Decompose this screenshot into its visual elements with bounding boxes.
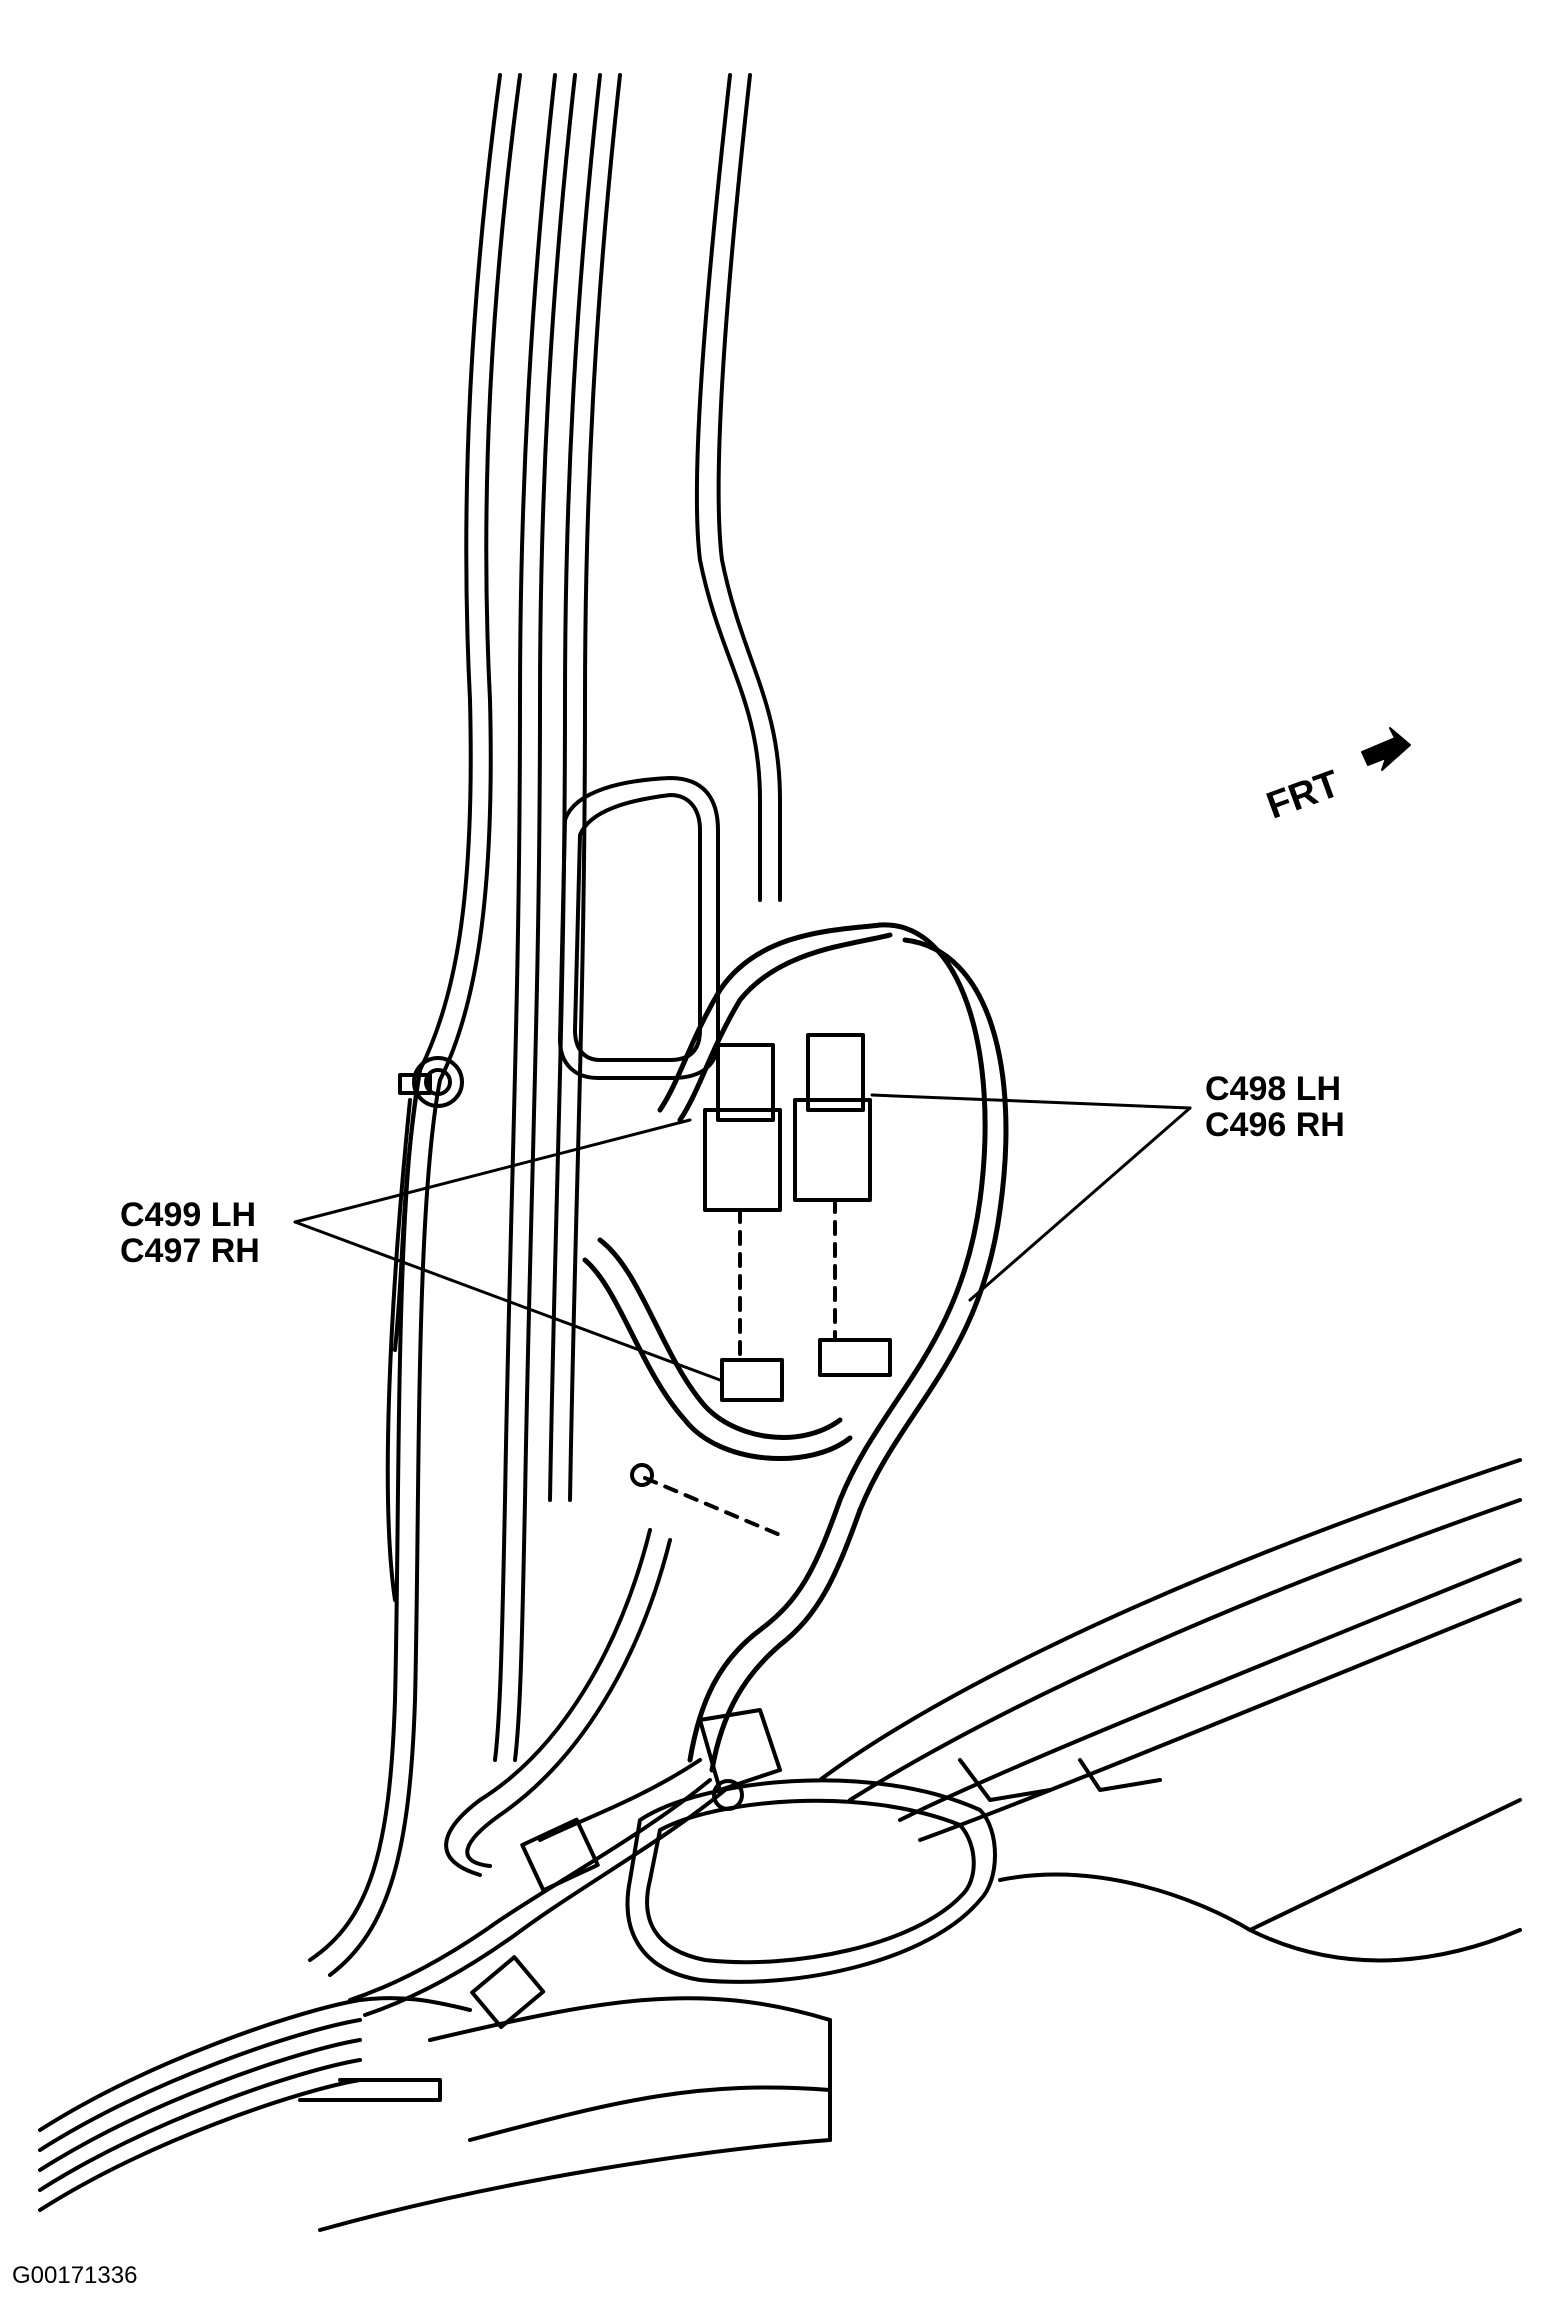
pillar-outline: [308, 73, 782, 1977]
lower-harness: [348, 1528, 782, 2029]
alignment-dashes: [643, 1198, 837, 1537]
mounting-stud: [398, 1056, 464, 1108]
harness-clips: [720, 1338, 892, 1402]
callout-c497-rh: C497 RH: [120, 1231, 260, 1270]
floor-sill: [38, 1458, 1522, 2232]
connector-c498-c496: [793, 1033, 872, 1202]
callout-c496-rh: C496 RH: [1205, 1105, 1345, 1144]
leader-lines: [293, 1093, 1192, 1382]
connector-c499-c497: [703, 1043, 782, 1212]
hole: [630, 1463, 654, 1487]
callout-c499-c497: C499 LH C497 RH: [120, 1196, 260, 1270]
callout-c498-lh: C498 LH: [1205, 1070, 1342, 1108]
frt-arrow-icon: [1361, 727, 1411, 771]
pillar-access-opening: [558, 776, 720, 1080]
callout-c499-lh: C499 LH: [120, 1196, 257, 1234]
harness-loop: [582, 922, 1009, 1773]
callout-c498-c496: C498 LH C496 RH: [1205, 1070, 1345, 1144]
figure-id: G00171336: [12, 2262, 138, 2289]
